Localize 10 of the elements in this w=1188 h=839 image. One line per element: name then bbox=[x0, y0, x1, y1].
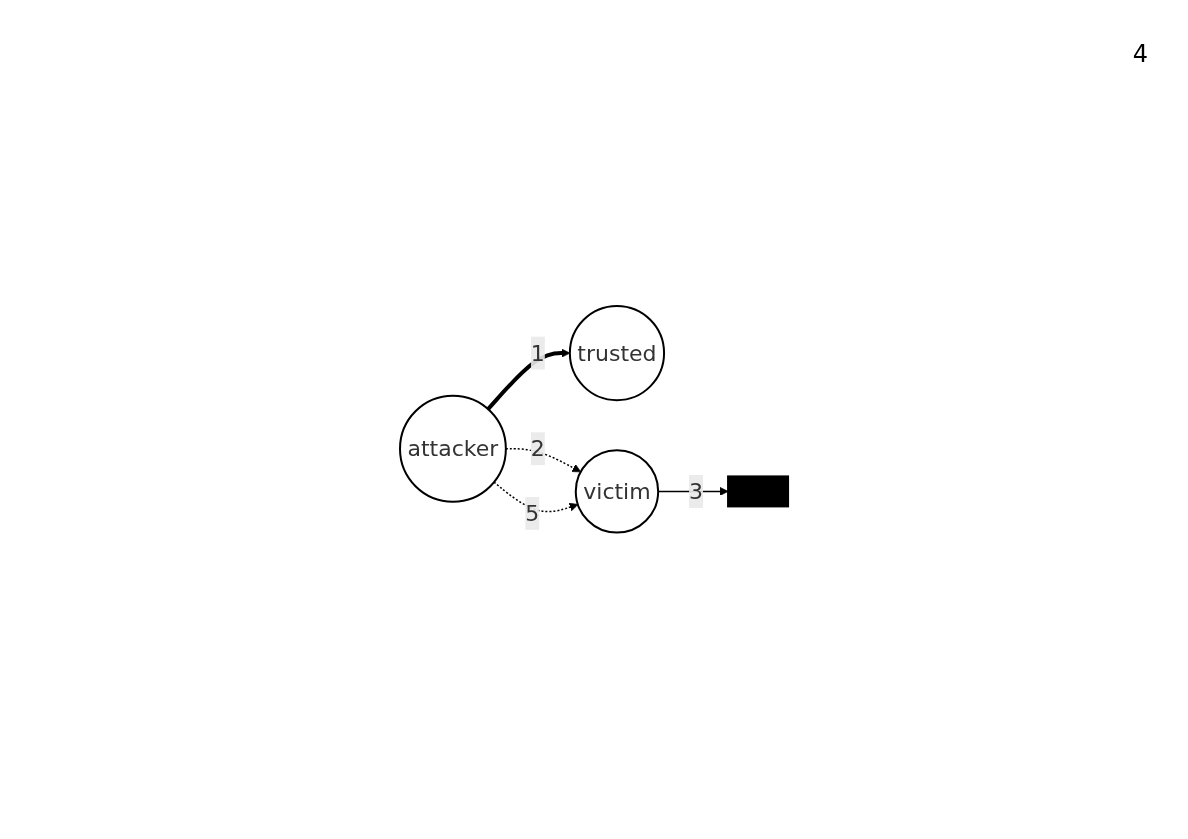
node-circle: victim bbox=[574, 449, 660, 534]
edge-label: 1 bbox=[530, 340, 545, 366]
node-circle: attacker bbox=[398, 395, 507, 503]
callout-number: 4 bbox=[1132, 40, 1148, 68]
node-bar bbox=[727, 475, 790, 508]
edge-label: 2 bbox=[530, 436, 545, 462]
edge-label: 5 bbox=[525, 501, 540, 527]
edge-label: 3 bbox=[689, 479, 704, 505]
node-circle: trusted bbox=[568, 305, 666, 402]
arrow bbox=[493, 481, 579, 513]
